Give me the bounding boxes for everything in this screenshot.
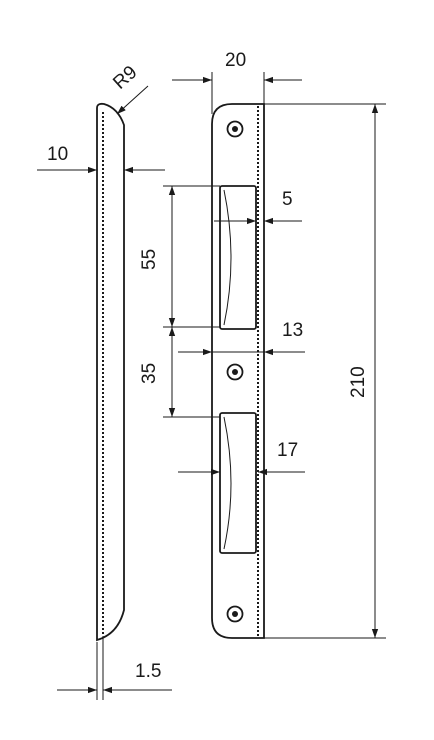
radius-label: R9 bbox=[109, 62, 141, 94]
thickness-dimension: 1.5 bbox=[57, 636, 172, 700]
edge-width-label: 10 bbox=[47, 144, 68, 165]
plate-width-dimension: 20 bbox=[172, 50, 302, 114]
side-view bbox=[96, 102, 125, 642]
recess-height-label: 55 bbox=[139, 249, 160, 270]
lower-recess bbox=[219, 412, 257, 554]
screw-offset-dimension: 13 bbox=[178, 320, 305, 356]
middle-screw-hole bbox=[226, 363, 244, 381]
plate-outline bbox=[211, 103, 265, 639]
edge-width-dimension: 10 bbox=[37, 144, 165, 174]
radius-leader: R9 bbox=[109, 62, 149, 115]
lower-recess-depth-label: 17 bbox=[277, 440, 298, 461]
recess-depth-dimension: 5 bbox=[214, 189, 302, 225]
lower-recess-depth-dimension: 17 bbox=[178, 440, 305, 476]
upper-recess bbox=[219, 185, 257, 330]
plate-width-label: 20 bbox=[225, 50, 246, 71]
thickness-label: 1.5 bbox=[135, 661, 161, 682]
recess-depth-label: 5 bbox=[282, 189, 293, 210]
screw-distance-dimension: 35 bbox=[139, 327, 220, 418]
top-screw-hole bbox=[226, 120, 244, 138]
bottom-screw-hole bbox=[226, 605, 244, 623]
screw-distance-label: 35 bbox=[139, 363, 160, 384]
side-profile-outline bbox=[96, 102, 125, 642]
total-length-label: 210 bbox=[348, 366, 369, 398]
recess-height-dimension: 55 bbox=[139, 185, 220, 328]
total-length-dimension: 210 bbox=[264, 103, 386, 639]
strike-plate-front-view bbox=[211, 103, 265, 639]
screw-offset-label: 13 bbox=[282, 320, 303, 341]
